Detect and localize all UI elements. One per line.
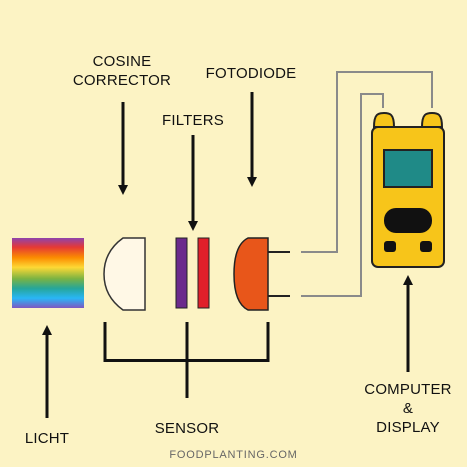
label-filters: FILTERS <box>162 112 224 129</box>
device-ear-right <box>420 111 444 128</box>
label-computer-line3: DISPLAY <box>376 419 440 436</box>
label-licht: LICHT <box>24 430 70 447</box>
label-computer-line2: & <box>402 400 414 417</box>
label-cosine-corrector-line2: CORRECTOR <box>72 72 172 89</box>
device-body <box>371 126 445 268</box>
wire-bottom <box>301 93 384 297</box>
label-cosine-corrector-line1: COSINE <box>92 53 152 70</box>
label-cosine-corrector: COSINE CORRECTOR <box>60 52 184 90</box>
device-key-left <box>384 241 396 252</box>
device-key-right <box>420 241 432 252</box>
device-screen <box>383 149 433 188</box>
computer-device <box>371 111 445 268</box>
label-fotodiode: FOTODIODE <box>205 65 297 82</box>
filter-purple <box>175 237 188 309</box>
device-main-button <box>384 208 432 233</box>
fotodiode-shape <box>233 237 269 311</box>
sensor-bracket <box>103 322 270 398</box>
label-computer-display: COMPUTER & DISPLAY <box>348 380 467 437</box>
device-ear-left <box>372 111 396 128</box>
filter-red <box>197 237 210 309</box>
light-spectrum <box>12 238 84 308</box>
label-computer-line1: COMPUTER <box>364 381 452 398</box>
wire-top <box>301 71 433 253</box>
footer-watermark: FOODPLANTING.COM <box>169 449 298 461</box>
cosine-corrector-shape <box>103 237 146 311</box>
label-sensor: SENSOR <box>154 420 220 437</box>
